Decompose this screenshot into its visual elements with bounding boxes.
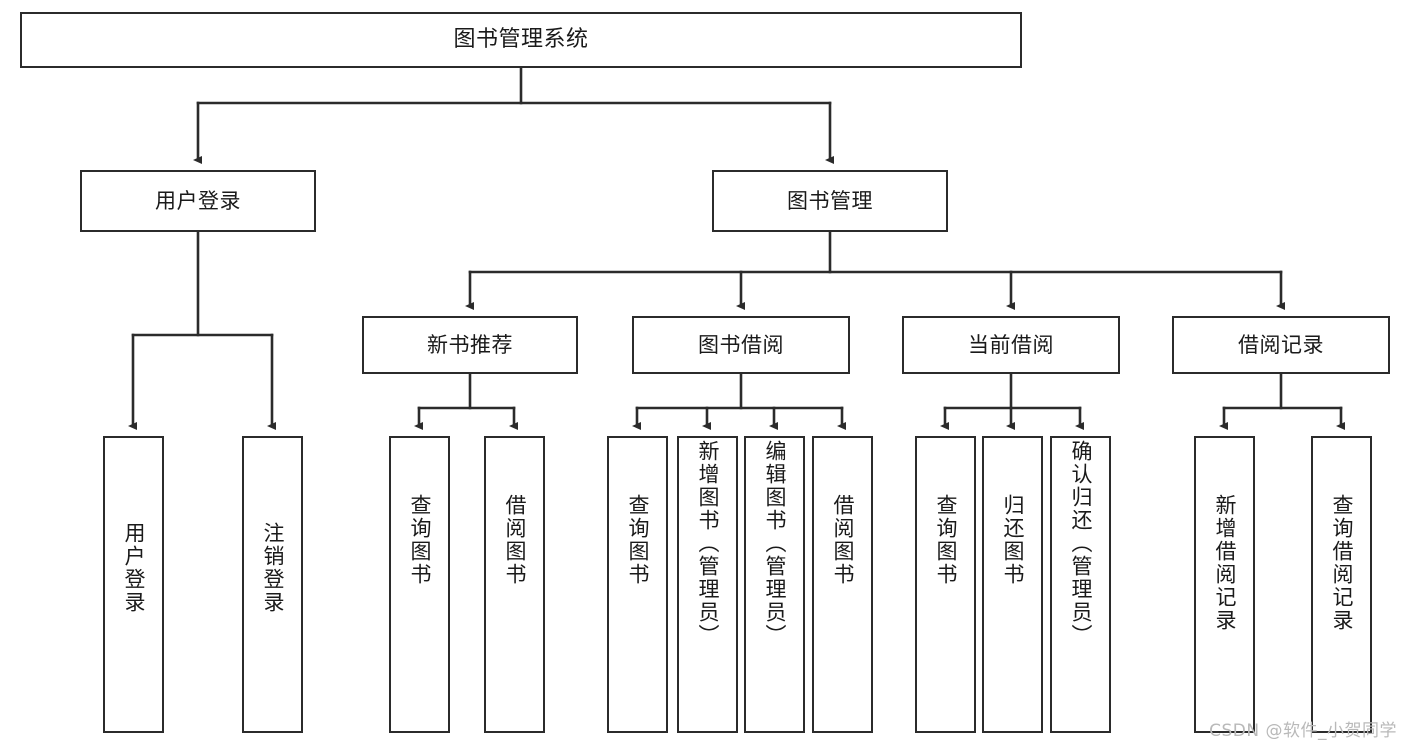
leaf-return-book[interactable]: 归还图书	[982, 436, 1043, 733]
node-book-borrow[interactable]: 图书借阅	[632, 316, 850, 374]
node-label: 查询图书	[626, 494, 650, 586]
node-label: 图书借阅	[698, 332, 784, 357]
leaf-query-book-recommend[interactable]: 查询图书	[389, 436, 450, 733]
leaf-add-book-admin[interactable]: 新增图书（管理员）	[677, 436, 738, 733]
node-book-management[interactable]: 图书管理	[712, 170, 948, 232]
leaf-query-book-current[interactable]: 查询图书	[915, 436, 976, 733]
node-label: 查询图书	[408, 494, 432, 586]
node-user-login[interactable]: 用户登录	[80, 170, 316, 232]
node-label: 当前借阅	[968, 332, 1054, 357]
node-current-borrow[interactable]: 当前借阅	[902, 316, 1120, 374]
leaf-logout-login[interactable]: 注销登录	[242, 436, 303, 733]
leaf-confirm-return-admin[interactable]: 确认归还（管理员）	[1050, 436, 1111, 733]
node-label: 图书管理系统	[453, 27, 589, 53]
node-label: 编辑图书（管理员）	[763, 440, 787, 647]
node-root-system[interactable]: 图书管理系统	[20, 12, 1022, 68]
node-label: 查询借阅记录	[1330, 494, 1354, 632]
node-label: 归还图书	[1001, 494, 1025, 586]
node-label: 借阅图书	[831, 494, 855, 586]
leaf-query-book-borrow[interactable]: 查询图书	[607, 436, 668, 733]
leaf-add-borrow-record[interactable]: 新增借阅记录	[1194, 436, 1255, 733]
node-label: 用户登录	[155, 188, 241, 213]
node-label: 新书推荐	[427, 332, 513, 357]
node-label: 新增图书（管理员）	[696, 440, 720, 647]
node-label: 注销登录	[261, 522, 285, 614]
node-label: 借阅记录	[1238, 332, 1324, 357]
node-label: 图书管理	[787, 188, 873, 213]
watermark: CSDN @软件_小贺同学	[1209, 721, 1397, 741]
node-new-book-recommend[interactable]: 新书推荐	[362, 316, 578, 374]
node-label: 新增借阅记录	[1213, 494, 1237, 632]
node-label: 查询图书	[934, 494, 958, 586]
node-label: 确认归还（管理员）	[1069, 440, 1093, 647]
node-borrow-record[interactable]: 借阅记录	[1172, 316, 1390, 374]
leaf-user-login[interactable]: 用户登录	[103, 436, 164, 733]
leaf-query-borrow-record[interactable]: 查询借阅记录	[1311, 436, 1372, 733]
node-label: 借阅图书	[503, 494, 527, 586]
node-label: 用户登录	[122, 522, 146, 614]
leaf-borrow-book-recommend[interactable]: 借阅图书	[484, 436, 545, 733]
leaf-edit-book-admin[interactable]: 编辑图书（管理员）	[744, 436, 805, 733]
leaf-borrow-book[interactable]: 借阅图书	[812, 436, 873, 733]
